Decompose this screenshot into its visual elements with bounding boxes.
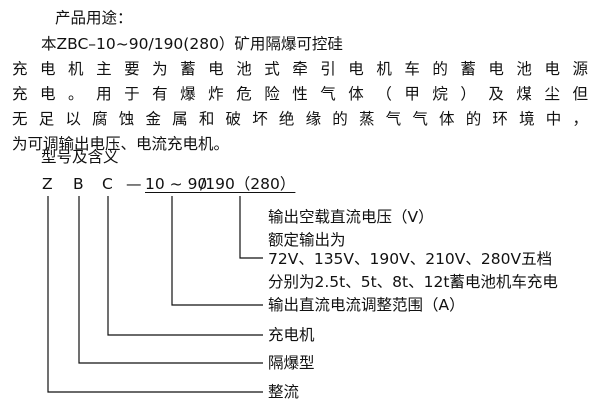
usage-heading: 产品用途： [55, 9, 133, 27]
current-label: 输出直流电流调整范围（A） [268, 296, 465, 314]
rated-values: 72V、135V、190V、210V、280V五档 [268, 250, 553, 268]
model-current-range: 10 ~ 90 [145, 175, 208, 193]
rated-label: 额定输出为 [268, 231, 346, 249]
model-letter-c: C [102, 175, 113, 193]
model-letter-z: Z [42, 175, 53, 193]
z-label: 整流 [268, 383, 300, 401]
usage-line-1: 本ZBC–10~90/190(280）矿用隔爆可控硅 [41, 35, 343, 53]
voltage-label: 输出空载直流电压（V） [268, 208, 434, 226]
usage-line-4: 无足以腐蚀金属和破坏绝缘的蒸气气体的环境中， [12, 110, 588, 128]
usage-line-2: 充电机主要为蓄电池式牵引电机车的蓄电池电源 [12, 60, 588, 78]
model-letter-b: B [73, 175, 84, 193]
rated-targets: 分别为2.5t、5t、8t、12t蓄电池机车充电 [268, 273, 558, 291]
b-label: 隔爆型 [268, 354, 315, 372]
c-label: 充电机 [268, 326, 315, 344]
usage-line-5: 为可调输出电压、电流充电机。 [12, 135, 230, 153]
model-heading: 型号及含义 [41, 148, 119, 166]
model-voltage: /190（280） [200, 175, 296, 193]
usage-line-3: 充电。用于有爆炸危险性气体（甲烷）及煤尘但 [12, 85, 588, 103]
model-dash: — [126, 175, 142, 193]
